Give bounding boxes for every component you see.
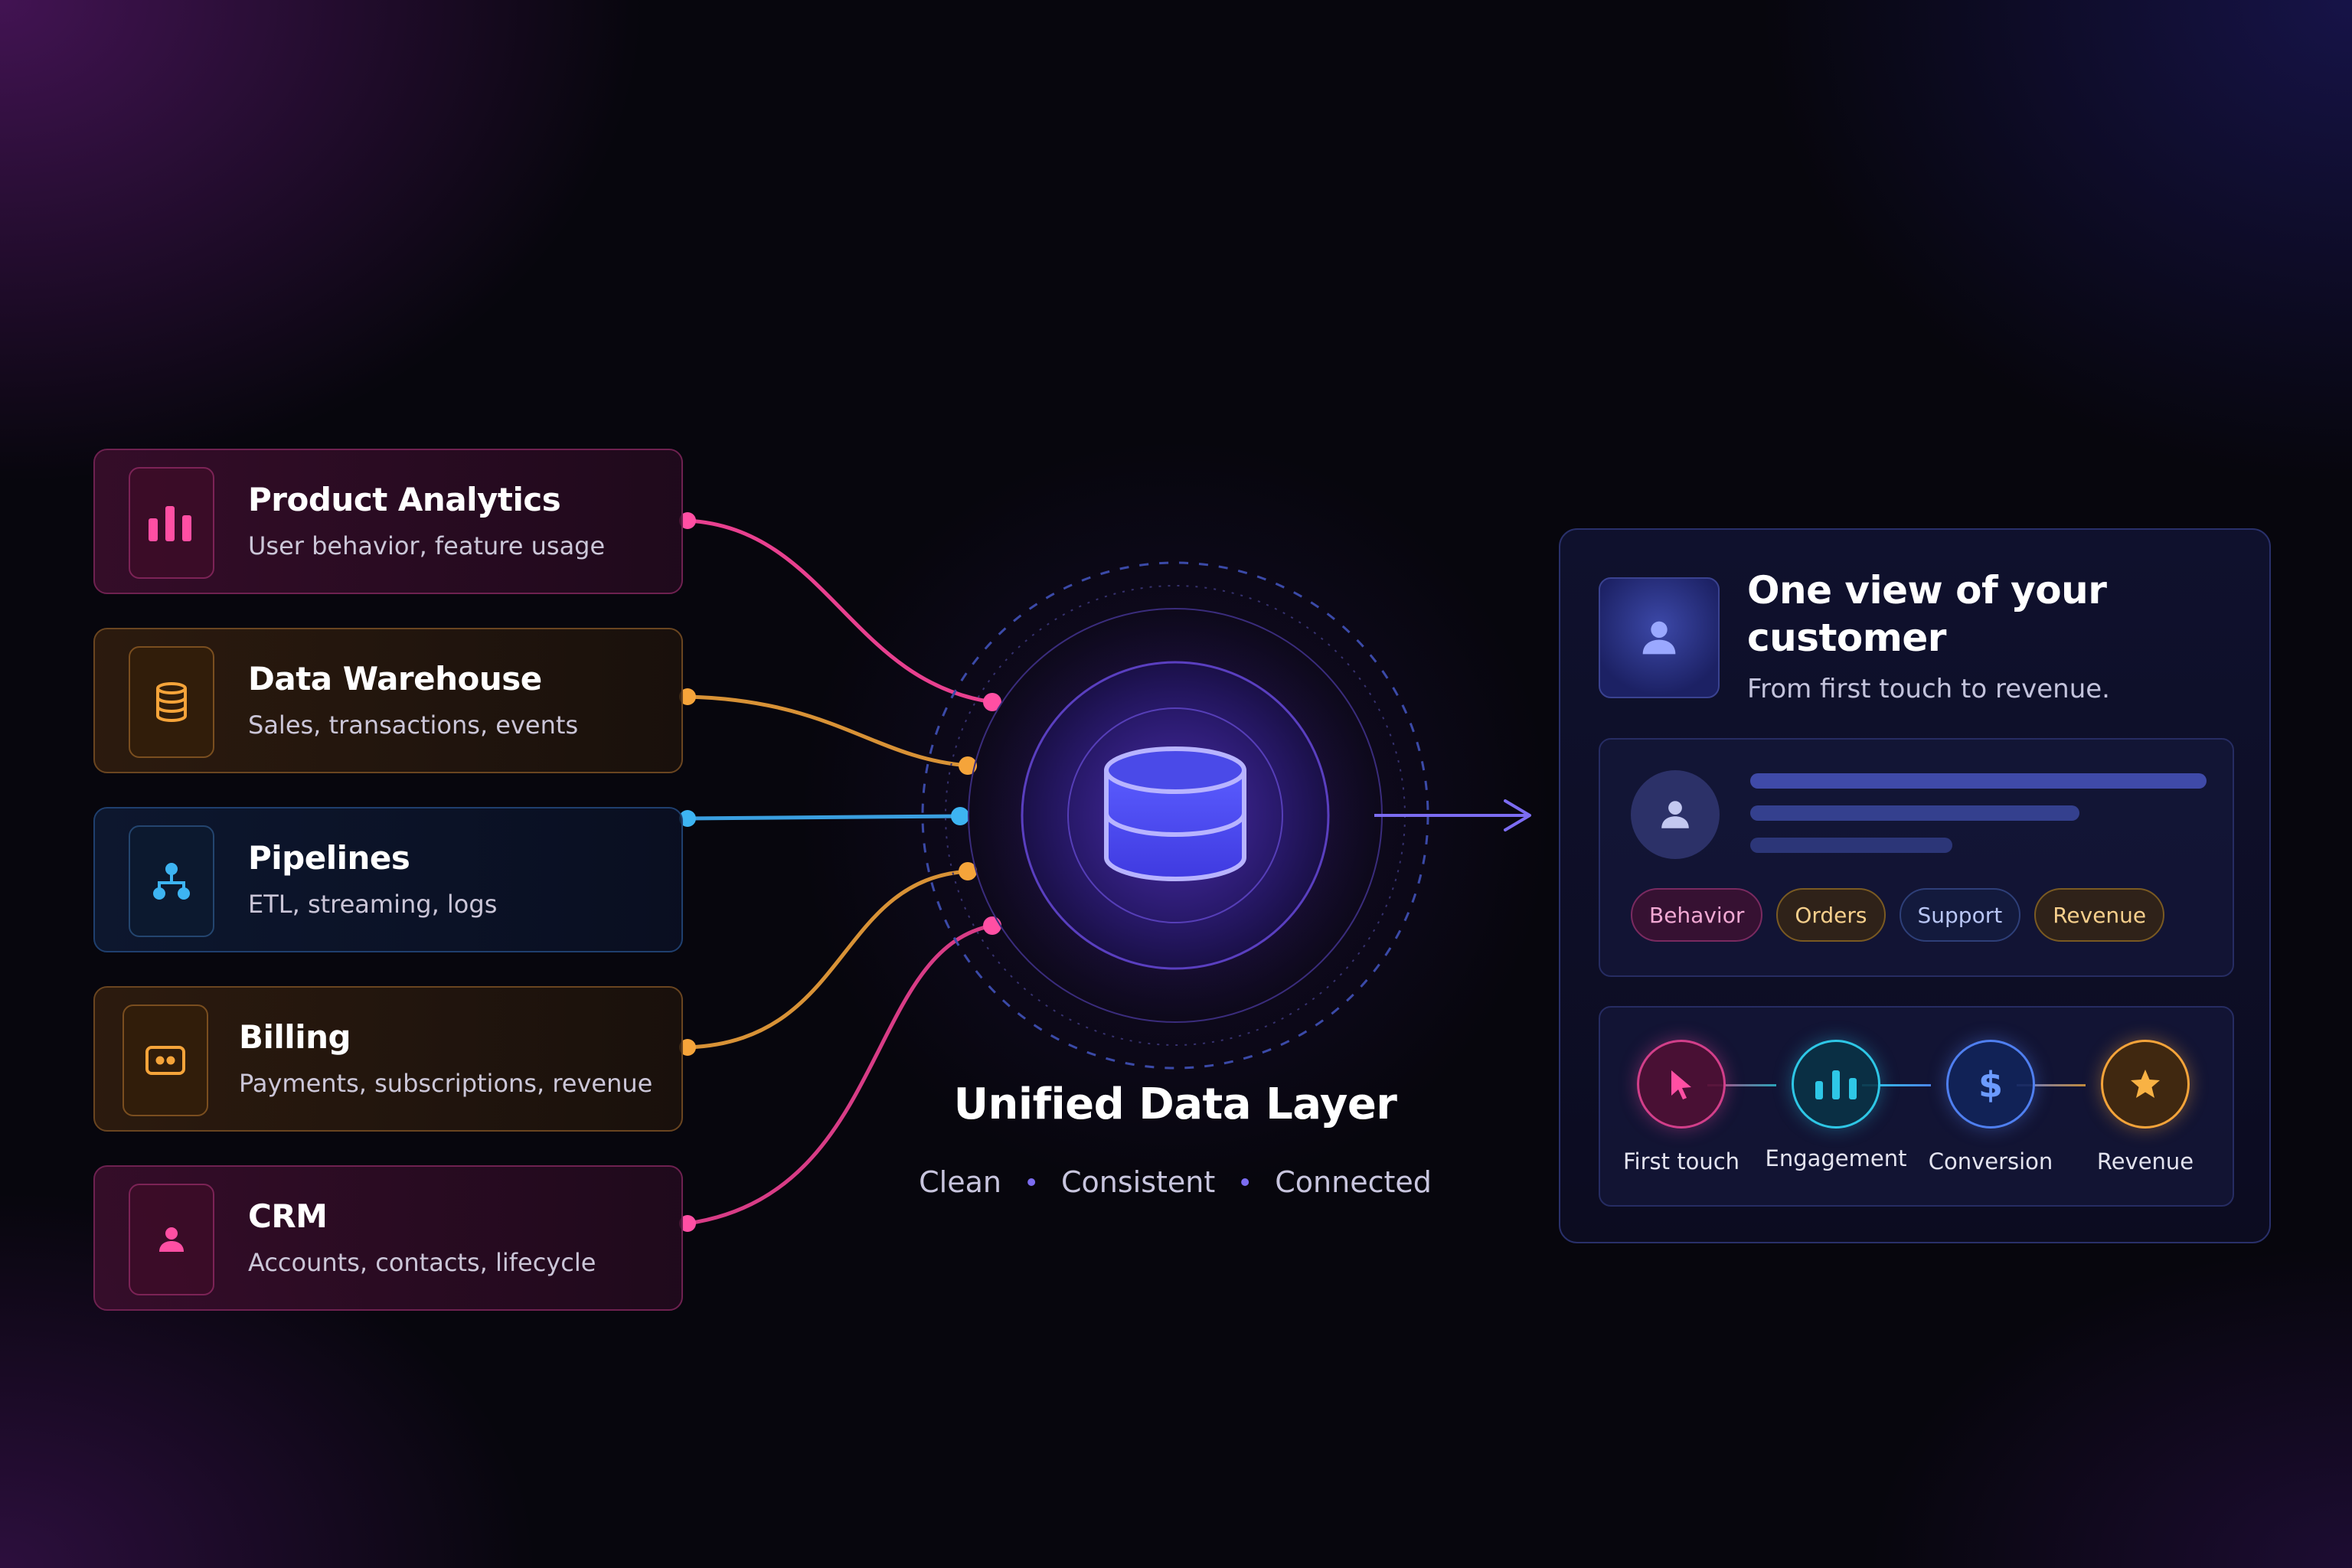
bar-chart-icon	[129, 467, 214, 579]
tagline-word: Consistent	[1060, 1165, 1216, 1199]
journey-connector	[2017, 1084, 2086, 1086]
source-title: Product Analytics	[248, 481, 561, 518]
tagline-separator	[1241, 1178, 1250, 1186]
connector-pipelines	[679, 807, 969, 827]
source-title: Billing	[239, 1018, 351, 1056]
source-card-crm[interactable]: CRM Accounts, contacts, lifecycle	[93, 1165, 683, 1311]
tagline-word: Clean	[919, 1165, 1001, 1199]
panel-subtitle: From first touch to revenue.	[1747, 674, 2110, 704]
stage-label: First touch	[1622, 1148, 1740, 1174]
cursor-icon	[1671, 1070, 1691, 1099]
stage-label: Engagement	[1765, 1145, 1907, 1171]
source-card-pipelines[interactable]: Pipelines ETL, streaming, logs	[93, 807, 683, 952]
placeholder-line	[1750, 773, 2207, 789]
bar-chart-icon	[1815, 1070, 1857, 1099]
output-arrow	[1374, 799, 1531, 831]
hub-title: Unified Data Layer	[953, 1080, 1397, 1129]
source-subtitle: Accounts, contacts, lifecycle	[248, 1248, 596, 1277]
tag-orders[interactable]: Orders	[1776, 888, 1886, 942]
connector-data-warehouse	[679, 688, 977, 775]
stage-engagement[interactable]	[1792, 1040, 1880, 1129]
journey-connector	[1862, 1084, 1931, 1086]
panel-title: One view of your customer	[1747, 568, 2107, 660]
avatar	[1631, 770, 1720, 859]
source-card-data-warehouse[interactable]: Data Warehouse Sales, transactions, even…	[93, 628, 683, 773]
source-title: CRM	[248, 1197, 328, 1235]
customer-journey-card: $ First touch Engagement Conversion Reve…	[1599, 1006, 2234, 1207]
tagline-separator	[1027, 1178, 1035, 1186]
tag-list: Behavior Orders Support Revenue	[1631, 888, 2165, 942]
connector-product-analytics	[679, 512, 1001, 711]
stage-label: Revenue	[2096, 1148, 2194, 1174]
stage-conversion[interactable]: $	[1946, 1040, 2035, 1129]
user-icon	[1599, 577, 1720, 698]
wallet-icon	[122, 1004, 208, 1116]
star-icon	[2131, 1070, 2160, 1098]
journey-connector	[1707, 1084, 1776, 1086]
connector-crm	[679, 916, 1001, 1232]
stage-label: Conversion	[1928, 1148, 2053, 1174]
source-title: Pipelines	[248, 839, 410, 877]
source-subtitle: Sales, transactions, events	[248, 710, 579, 740]
dollar-icon: $	[1978, 1065, 2003, 1103]
connector-billing	[679, 862, 977, 1056]
customer-summary-card: Behavior Orders Support Revenue	[1599, 738, 2234, 977]
svg-text:$: $	[1978, 1065, 2003, 1103]
source-subtitle: ETL, streaming, logs	[248, 890, 498, 919]
hub-tagline: Clean Consistent Connected	[919, 1165, 1432, 1199]
tag-behavior[interactable]: Behavior	[1631, 888, 1763, 942]
placeholder-line	[1750, 838, 1952, 853]
source-subtitle: Payments, subscriptions, revenue	[239, 1069, 653, 1098]
source-card-product-analytics[interactable]: Product Analytics User behavior, feature…	[93, 449, 683, 594]
tag-support[interactable]: Support	[1899, 888, 2021, 942]
placeholder-line	[1750, 805, 2079, 821]
database-icon	[129, 646, 214, 758]
hub-database-icon	[1104, 746, 1246, 881]
tagline-word: Connected	[1275, 1165, 1432, 1199]
stage-revenue[interactable]	[2101, 1040, 2190, 1129]
source-card-billing[interactable]: Billing Payments, subscriptions, revenue	[93, 986, 683, 1132]
stage-first-touch[interactable]	[1637, 1040, 1726, 1129]
user-icon	[129, 1184, 214, 1295]
customer-profile-panel: One view of your customer From first tou…	[1559, 528, 2271, 1243]
source-title: Data Warehouse	[248, 660, 542, 697]
tag-revenue[interactable]: Revenue	[2034, 888, 2165, 942]
source-subtitle: User behavior, feature usage	[248, 531, 606, 560]
pipeline-icon	[129, 825, 214, 937]
